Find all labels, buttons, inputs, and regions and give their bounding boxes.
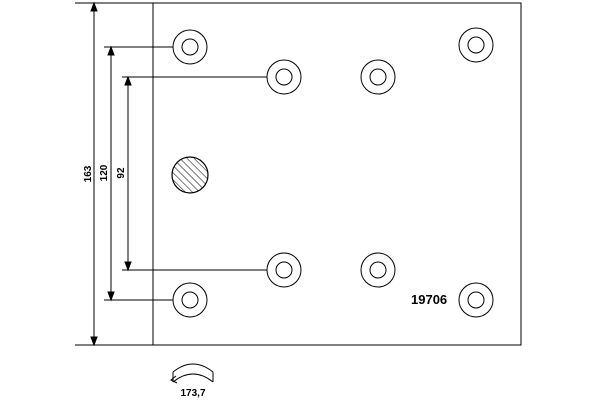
arc-length-icon	[170, 363, 214, 384]
rivet-hole	[458, 282, 494, 318]
dimension-outer-hole-spacing	[104, 45, 173, 302]
rivet-hole	[266, 59, 302, 95]
rivet-hole	[172, 282, 208, 318]
lining-outline	[152, 2, 522, 346]
rivet-holes	[172, 27, 494, 318]
rivet-hole	[172, 29, 208, 65]
part-number: 19706	[411, 292, 447, 307]
rivet-hole	[266, 252, 302, 288]
rivet-hole	[458, 27, 494, 63]
dimension-label-arc-length: 173,7	[180, 388, 205, 399]
rivet-hole	[360, 252, 396, 288]
rivet-hole	[360, 59, 396, 95]
dimension-label-inner-hole-spacing: 92	[116, 167, 127, 179]
dimension-label-outer-hole-spacing: 120	[99, 164, 110, 181]
dimension-label-overall-height: 163	[83, 165, 94, 182]
center-hole-hatched	[171, 156, 209, 194]
dimension-inner-hole-spacing	[122, 75, 267, 272]
dimension-overall-height	[75, 1, 153, 347]
